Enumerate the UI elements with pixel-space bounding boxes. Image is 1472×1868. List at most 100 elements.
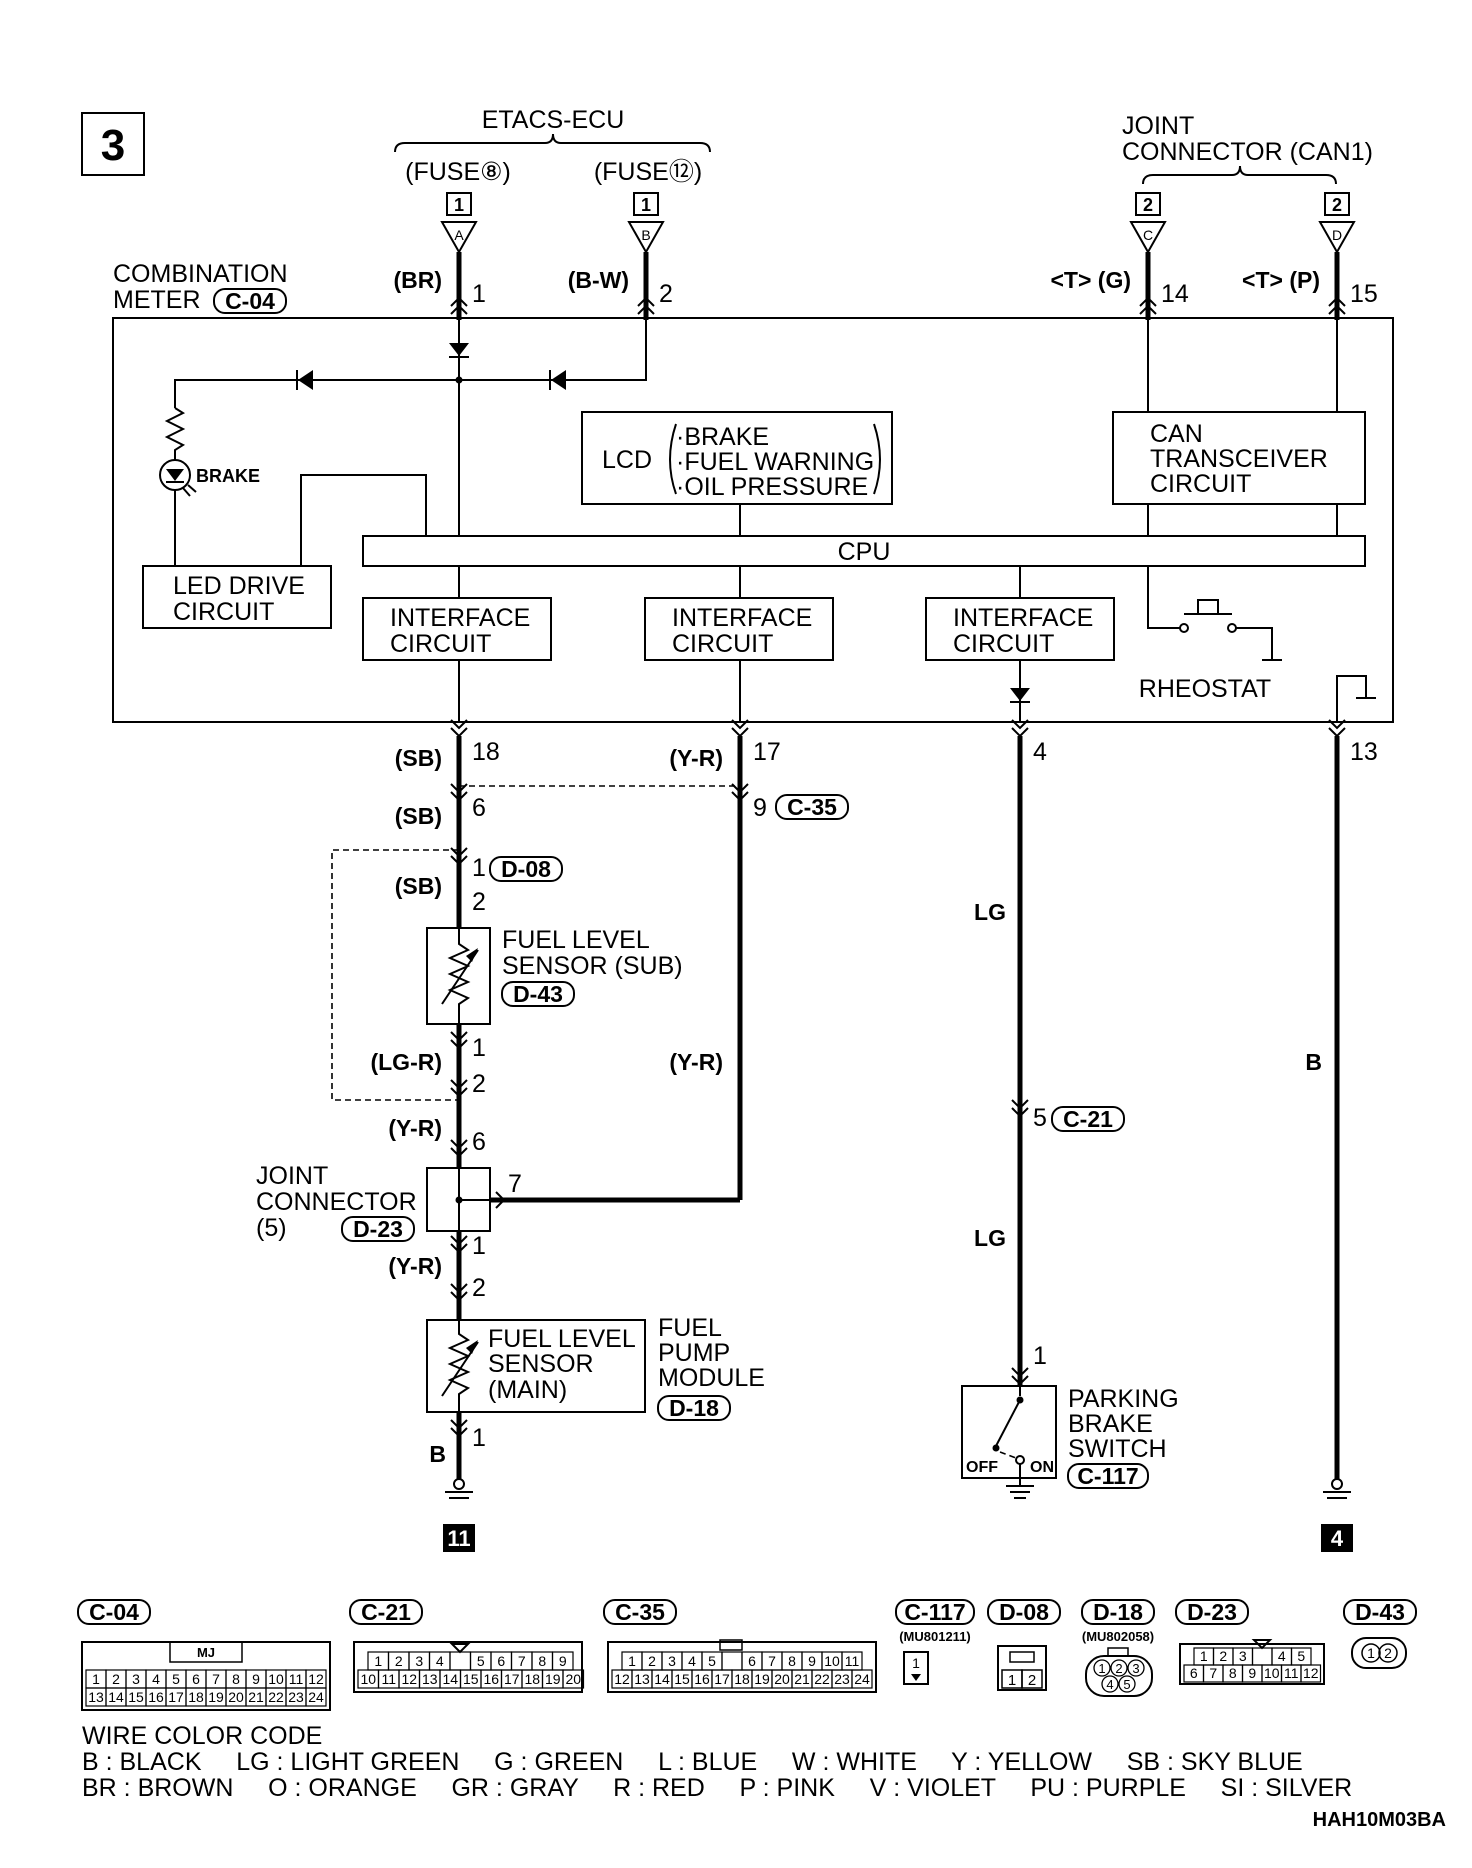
led-drive-to-cpu [300,474,427,566]
wire-color-code-line-2: BR : BROWN O : ORANGE GR : GRAY R : RED … [82,1774,1352,1802]
c35-pin-number: 24 [854,1671,870,1687]
d18-connector: D-18 [669,1395,719,1421]
c35-pin-number: 20 [774,1671,790,1687]
main-sensor-label-2: SENSOR [488,1350,594,1378]
sub-sensor-resistor [447,928,471,1024]
etacs-ecu-label: ETACS-ECU [482,106,625,134]
d43-pin-1: 1 [472,1034,486,1062]
d08-shield-dashed [331,849,459,1101]
c117-part: (MU801211) [899,1629,971,1644]
brake-led-diode [166,469,184,481]
d23-connector-tag [341,1216,415,1242]
ground-right-terminal [1331,1478,1343,1490]
d43-face-label: D-43 [1355,1599,1405,1625]
joint-can-label-2: CONNECTOR (CAN1) [1122,138,1373,166]
c04-pin-number: 23 [288,1689,304,1705]
c04-pin-cell [305,1687,327,1707]
interface-circuit-3 [925,597,1115,661]
c35-pin-number: 21 [794,1671,810,1687]
c35-pin-cell [721,1651,743,1671]
c21-pin-number: 9 [559,1653,567,1669]
c21-pin-cell [449,1651,472,1671]
c21-face [353,1641,583,1693]
c35-pin-number: 11 [845,1653,860,1669]
c21-pin-number: 8 [538,1653,546,1669]
sub-sensor-label-2: SENSOR (SUB) [502,952,683,980]
c21-connector: C-21 [1063,1106,1113,1132]
c21-pin-number: 12 [401,1671,417,1687]
main-sensor-label-1: FUEL LEVEL [488,1325,636,1353]
d23-connector: D-23 [353,1216,403,1242]
d18-pin-cell [1101,1675,1119,1693]
d08-face [997,1645,1047,1691]
c35-pin-number: 16 [694,1671,710,1687]
d18-pin-number: 3 [1132,1661,1139,1676]
fuse-a-terminal [440,221,478,255]
interface-circuit-1 [362,597,552,661]
wire-color-b-main: B [429,1441,446,1467]
d18-latch [1107,1647,1129,1657]
d08-pin-2: 2 [472,888,486,916]
fuse-b-terminal [627,221,665,255]
can-label-1: CAN [1150,420,1203,448]
c21-pin-number: 14 [442,1671,458,1687]
d43-connector: D-43 [513,981,563,1007]
pb-switch-pivot [1016,1396,1024,1404]
c04-pin-number: 1 [92,1671,100,1687]
c04-pin-number: 20 [228,1689,244,1705]
pb-switch-off-contact [992,1444,1000,1452]
internal-feed-brake [174,379,459,408]
d23-pin-number: 7 [1209,1665,1217,1681]
d23-pin-number: 11 [1284,1665,1299,1681]
d23-pin-cell [1300,1664,1322,1683]
wire-pin-17: 17 [753,738,781,766]
diode-brake [298,370,313,390]
d23-pin-number: 6 [1190,1665,1198,1681]
pb-ground-icon [1006,1485,1034,1499]
wire-color-lg-2: LG [974,1225,1006,1251]
jc-pin-7: 7 [508,1170,522,1198]
c35-pin-number: 15 [674,1671,690,1687]
c21-pin-number: 17 [504,1671,520,1687]
sub-sensor-label-1: FUEL LEVEL [502,926,650,954]
c04-pin-number: 12 [308,1671,324,1687]
connector-number-2: 1 [641,195,651,215]
wire-color-code-title: WIRE COLOR CODE [82,1722,322,1750]
main-sensor-resistor [447,1320,471,1412]
pin-b: B [641,227,650,243]
d18-pin-cell [1093,1659,1111,1677]
ground-internal [1336,675,1376,722]
c117-connector-tag [1067,1463,1149,1489]
d18-part: (MU802058) [1082,1629,1154,1644]
interface-2-label-1: INTERFACE [672,604,812,632]
lcd-item-brake: ·BRAKE [676,423,769,451]
c35-pin-number: 6 [748,1653,756,1669]
wire-color-sb-18: (SB) [395,745,442,771]
d18-pin-number: 4 [1106,1677,1113,1692]
chevron-c04-2 [637,296,655,315]
lcd-label: LCD [602,446,652,474]
d18-pin-number: 2 [1115,1661,1122,1676]
d23-latch [1251,1639,1273,1650]
c35-pin-number: 8 [788,1653,796,1669]
connector-number-box-3 [1135,192,1161,216]
c04-pin-number: 16 [148,1689,164,1705]
d08-face-label: D-08 [999,1599,1049,1625]
c117-latch [911,1674,921,1681]
c04-tag: MJ [197,1645,215,1660]
d08-face-pin-2: 2 [1028,1672,1036,1689]
c04-pin-number: 7 [212,1671,220,1687]
c21-pin-number: 4 [436,1653,444,1669]
c04-pin-number: 9 [252,1671,260,1687]
c04-pin-number: 2 [112,1671,120,1687]
c21-pin-number: 2 [395,1653,403,1669]
joint-can-label-1: JOINT [1122,112,1194,140]
d08-face-tag [987,1599,1061,1625]
c21-pin-number: 7 [518,1653,526,1669]
combination-meter-box [112,317,1394,723]
c35-pin-number: 10 [824,1653,840,1669]
d08-connector: D-08 [501,856,551,882]
